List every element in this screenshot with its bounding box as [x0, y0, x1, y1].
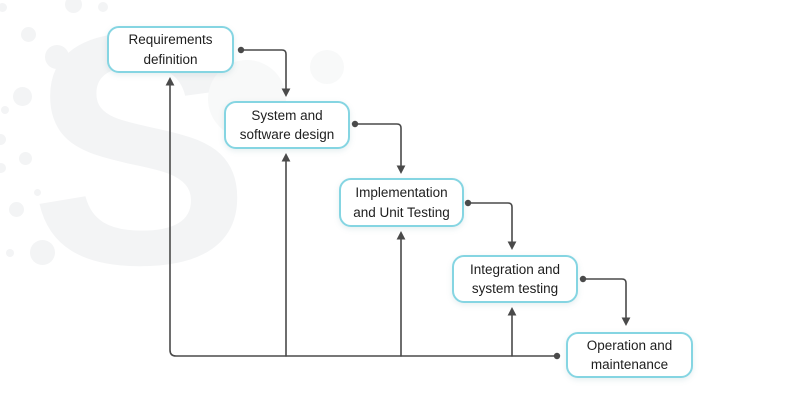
arrowhead-down-icon [621, 317, 631, 326]
arrowhead-up-icon [396, 231, 406, 240]
stage-label: Operation and maintenance [586, 337, 673, 372]
stage-system-software-design: System and software design [224, 101, 350, 149]
arrowhead-up-icon [165, 77, 175, 86]
stage-label: Integration and system testing [469, 261, 561, 296]
stage-label: System and software design [239, 107, 335, 142]
connector-design-to-implementation [354, 123, 402, 167]
feedback-line-operation-to-requirements [169, 84, 558, 357]
arrowhead-down-icon [507, 241, 517, 250]
arrowhead-up-icon [507, 307, 517, 316]
stage-label: Implementation and Unit Testing [353, 185, 450, 220]
stage-integration-system-testing: Integration and system testing [452, 255, 578, 303]
stage-requirements-definition: Requirements definition [107, 26, 234, 73]
connector-implementation-to-integration [467, 202, 513, 243]
arrowhead-up-icon [281, 153, 291, 162]
arrowhead-down-icon [281, 88, 291, 97]
stage-operation-maintenance: Operation and maintenance [566, 332, 693, 378]
arrowhead-down-icon [396, 165, 406, 174]
connector-integration-to-operation [582, 278, 627, 319]
stage-implementation-unit-testing: Implementation and Unit Testing [339, 178, 464, 227]
stage-label: Requirements definition [128, 32, 213, 67]
connector-requirements-to-design [240, 49, 287, 90]
